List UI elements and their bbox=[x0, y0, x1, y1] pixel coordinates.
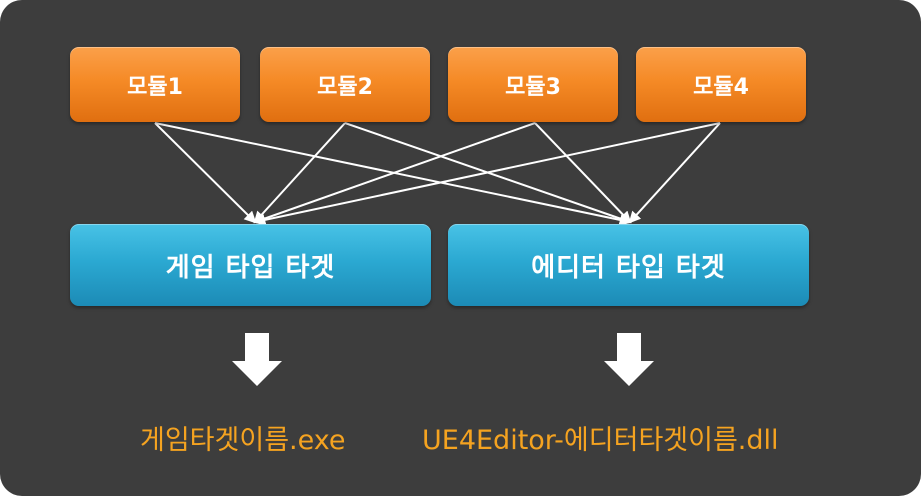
arrow-module2-to-editor bbox=[344, 122, 632, 225]
module-label-3: 모듈3 bbox=[505, 74, 561, 100]
arrow-module2-to-game bbox=[253, 122, 346, 224]
module-label-4: 모듈4 bbox=[693, 74, 749, 100]
arrow-module1-to-editor bbox=[154, 122, 632, 226]
down-arrow-editor bbox=[604, 333, 654, 386]
game-target-box: 게임 타입 타겟 bbox=[70, 224, 431, 306]
module-box-2: 모듈2 bbox=[260, 47, 430, 122]
module-box-4: 모듈4 bbox=[636, 47, 806, 122]
arrow-module3-to-editor bbox=[534, 122, 632, 224]
game-output-filename: 게임타겟이름.exe bbox=[140, 425, 346, 456]
game-target-label: 게임 타입 타겟 bbox=[165, 252, 336, 283]
editor-output-filename: UE4Editor-에디터타겟이름.dll bbox=[422, 425, 779, 456]
editor-target-box: 에디터 타입 타겟 bbox=[448, 224, 809, 306]
down-arrow-game bbox=[232, 333, 282, 386]
module-box-3: 모듈3 bbox=[448, 47, 618, 122]
module-label-2: 모듈2 bbox=[317, 74, 373, 100]
arrow-module1-to-game bbox=[154, 122, 257, 224]
module-label-1: 모듈1 bbox=[127, 74, 183, 100]
module-box-1: 모듈1 bbox=[70, 47, 240, 122]
arrow-module4-to-editor bbox=[628, 122, 721, 224]
editor-target-label: 에디터 타입 타겟 bbox=[531, 252, 726, 283]
